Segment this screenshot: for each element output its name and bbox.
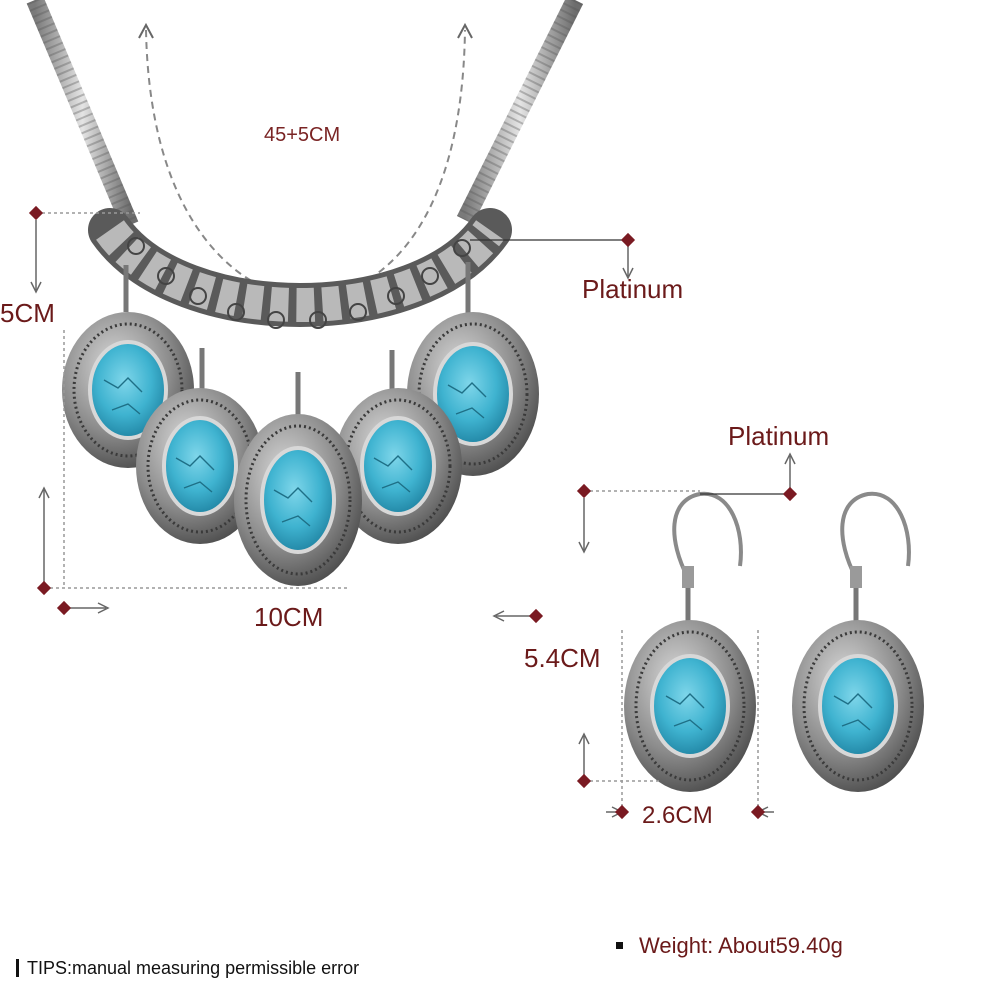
earring-left: [624, 491, 756, 792]
necklace-dimension-guides: [30, 212, 634, 622]
earring-dimension-markers: [576, 483, 798, 820]
earring-length-label: 5.4CM: [524, 643, 601, 673]
necklace-chain: [26, 0, 584, 229]
earring-width-label: 2.6CM: [642, 802, 713, 829]
pendant-3: [234, 372, 362, 586]
weight-note: Weight: About59.40g: [616, 933, 843, 959]
necklace-material-label: Platinum: [582, 274, 684, 304]
weight-text: Weight: About59.40g: [639, 933, 843, 958]
pendant-2: [136, 348, 264, 544]
earring-right: [792, 491, 924, 792]
chain-length-guide: [138, 22, 473, 300]
pendant-height-label: 5CM: [0, 298, 55, 328]
tips-text: TIPS:manual measuring permissible error: [27, 958, 360, 978]
necklace-width-label: 10CM: [254, 602, 324, 632]
bullet-square-icon: [616, 942, 623, 949]
necklace-pendants: [62, 262, 539, 586]
chain-length-label: 45+5CM: [264, 124, 341, 146]
tips-note: TIPS:manual measuring permissible error: [16, 958, 359, 979]
tips-bar-icon: [16, 959, 19, 977]
scroll-bead-bar: [88, 208, 512, 329]
earring-material-label: Platinum: [728, 421, 830, 451]
